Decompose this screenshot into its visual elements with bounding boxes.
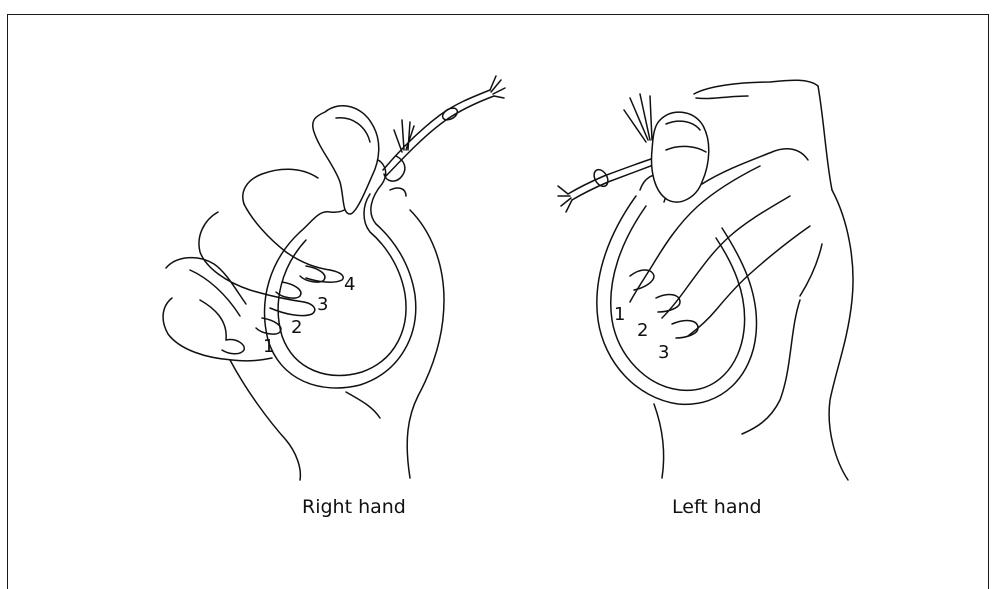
left-castanet	[597, 175, 757, 405]
left-hand-illustration: 1 2 3	[558, 80, 853, 480]
right-fingers	[163, 169, 343, 361]
left-wrist	[654, 190, 853, 480]
left-castanet-cord	[558, 94, 656, 212]
right-finger-number-4: 4	[344, 274, 355, 295]
right-castanet-cord	[383, 76, 505, 196]
left-finger-number-2: 2	[637, 320, 648, 341]
left-thumb	[652, 112, 709, 202]
right-hand-illustration: 1 2 3 4	[163, 76, 505, 480]
left-finger-number-1: 1	[614, 304, 625, 325]
right-finger-number-1: 1	[263, 336, 274, 357]
right-finger-number-2: 2	[291, 317, 302, 338]
left-hand-caption: Left hand	[672, 496, 762, 518]
right-hand-caption: Right hand	[302, 496, 406, 518]
right-finger-number-3: 3	[317, 294, 328, 315]
left-finger-number-3: 3	[658, 342, 669, 363]
left-index-finger	[694, 80, 832, 190]
right-thumb	[313, 106, 379, 214]
